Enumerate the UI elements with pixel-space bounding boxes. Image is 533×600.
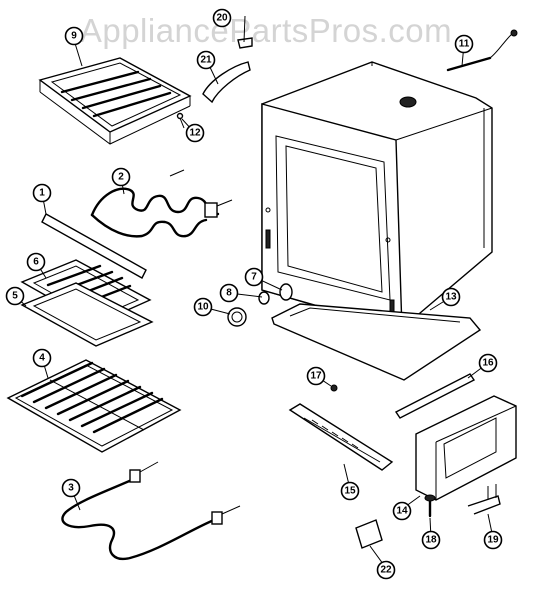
- callout-1: 1: [32, 183, 52, 203]
- part-11-sensor[interactable]: [446, 29, 518, 72]
- watermark-text: AppliancePartsPros.com: [80, 12, 452, 49]
- part-8-bulb[interactable]: [258, 291, 270, 305]
- callout-18: 18: [421, 530, 441, 550]
- callout-label: 16: [482, 358, 494, 369]
- part-1-bar[interactable]: [41, 213, 147, 279]
- part-18-bolt[interactable]: [424, 494, 436, 518]
- part-9-broil-tray[interactable]: [38, 57, 192, 145]
- part-3-broil-element[interactable]: [61, 461, 241, 561]
- callout-11: 11: [454, 34, 474, 54]
- callout-label: 14: [396, 506, 408, 517]
- part-4-oven-rack[interactable]: [6, 359, 182, 453]
- part-13-bottom-panel[interactable]: [271, 303, 482, 381]
- callout-label: 8: [226, 288, 232, 299]
- callout-6: 6: [26, 252, 46, 272]
- part-21-bracket[interactable]: [202, 61, 251, 104]
- callout-3: 3: [61, 478, 81, 498]
- part-2-bake-element[interactable]: [90, 169, 233, 238]
- callout-label: 20: [216, 13, 228, 24]
- callout-label: 4: [39, 353, 45, 364]
- callout-13: 13: [441, 287, 461, 307]
- part-10-lens[interactable]: [227, 307, 247, 327]
- oven-cavity[interactable]: [261, 61, 493, 331]
- callout-label: 22: [380, 565, 392, 576]
- callout-label: 6: [33, 257, 39, 268]
- part-5-broil-pan[interactable]: [20, 282, 154, 347]
- callout-label: 19: [487, 535, 499, 546]
- callout-label: 5: [12, 291, 18, 302]
- callout-label: 10: [197, 302, 209, 313]
- callout-14: 14: [392, 501, 412, 521]
- callout-19: 19: [483, 530, 503, 550]
- callout-label: 15: [344, 486, 356, 497]
- part-12-screw[interactable]: [176, 112, 185, 129]
- callout-22: 22: [376, 560, 396, 580]
- callout-label: 1: [39, 188, 45, 199]
- part-7-light-socket[interactable]: [279, 283, 293, 301]
- callout-label: 12: [189, 128, 201, 139]
- callout-label: 17: [310, 371, 322, 382]
- callout-21: 21: [196, 50, 216, 70]
- callout-7: 7: [244, 267, 264, 287]
- callout-17: 17: [306, 366, 326, 386]
- part-15-side-panel[interactable]: [288, 403, 394, 471]
- callout-label: 18: [425, 535, 437, 546]
- callout-12: 12: [185, 123, 205, 143]
- callout-label: 3: [68, 483, 74, 494]
- callout-9: 9: [64, 26, 84, 46]
- part-22-bracket[interactable]: [355, 519, 383, 549]
- callout-20: 20: [212, 8, 232, 28]
- callout-8: 8: [219, 283, 239, 303]
- callout-16: 16: [478, 353, 498, 373]
- callout-5: 5: [5, 286, 25, 306]
- callout-label: 13: [445, 292, 457, 303]
- part-17-screw[interactable]: [330, 384, 338, 392]
- callout-label: 9: [71, 31, 77, 42]
- callout-15: 15: [340, 481, 360, 501]
- callout-4: 4: [32, 348, 52, 368]
- part-19-hinge[interactable]: [467, 484, 501, 515]
- callout-label: 2: [118, 172, 124, 183]
- callout-label: 11: [459, 39, 470, 50]
- callout-10: 10: [193, 297, 213, 317]
- part-14-bracket[interactable]: [415, 395, 517, 501]
- callout-label: 7: [251, 272, 257, 283]
- part-20-clip[interactable]: [237, 37, 253, 49]
- callout-2: 2: [111, 167, 131, 187]
- part-16-rod[interactable]: [394, 373, 476, 419]
- callout-label: 21: [200, 55, 212, 66]
